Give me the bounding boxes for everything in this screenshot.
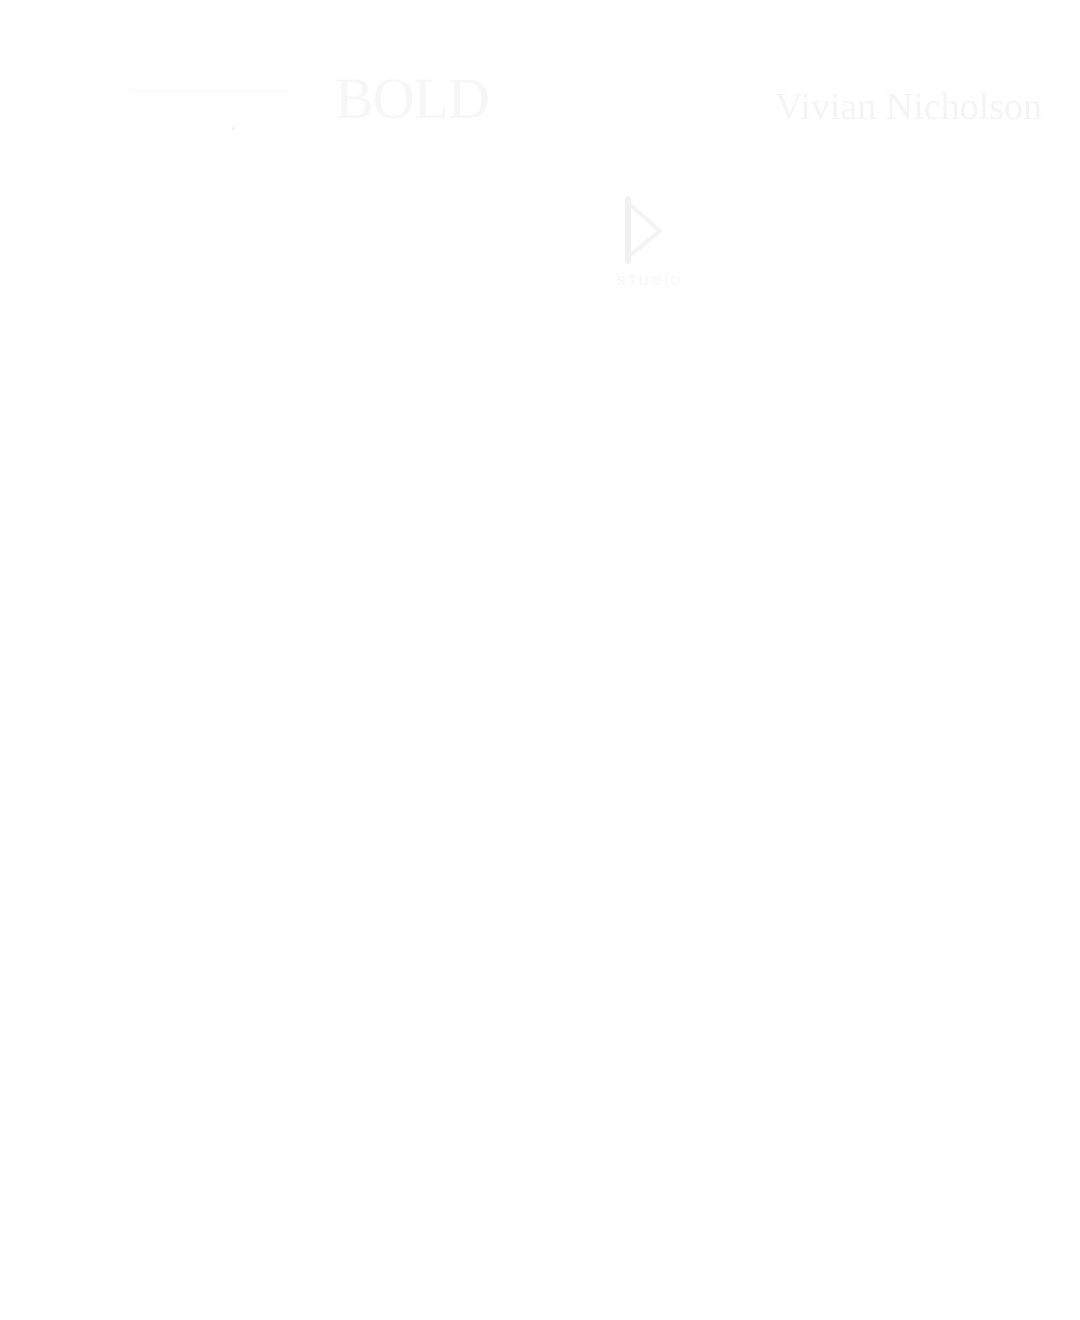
logo-dot	[232, 127, 235, 130]
site-header: BOLD Vivian Nicholson	[0, 0, 1080, 170]
play-mark-icon	[625, 196, 662, 264]
page-content	[0, 320, 1080, 1320]
center-mark[interactable]: STUDIO	[580, 195, 720, 300]
mark-caption: STUDIO	[616, 273, 684, 288]
left-logo[interactable]	[110, 72, 300, 142]
logo-stroke	[130, 90, 290, 92]
brand-wordmark[interactable]: BOLD	[335, 65, 490, 131]
author-link[interactable]: Vivian Nicholson	[775, 86, 1042, 128]
